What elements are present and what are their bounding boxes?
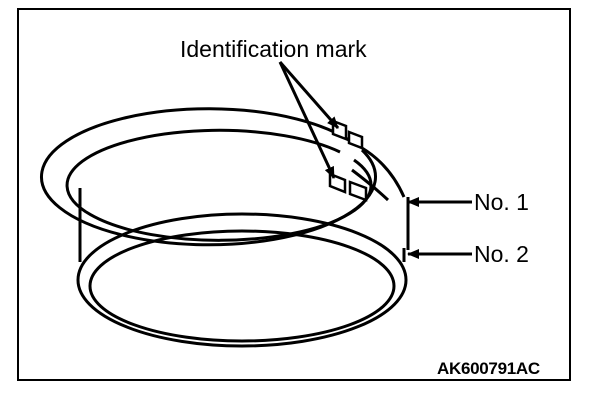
ring-no1-label: No. 1 (474, 189, 529, 215)
ring-label-arrows (407, 197, 472, 259)
identification-mark-label: Identification mark (180, 36, 367, 62)
identification-mark-notches (328, 119, 368, 202)
ring-no2 (76, 212, 408, 348)
identification-pointer-lines (278, 61, 340, 179)
ring-no1 (40, 107, 410, 250)
figure-frame (17, 8, 571, 381)
figure-code-label: AK600791AC (437, 359, 540, 378)
ring-no2-label: No. 2 (474, 241, 529, 267)
